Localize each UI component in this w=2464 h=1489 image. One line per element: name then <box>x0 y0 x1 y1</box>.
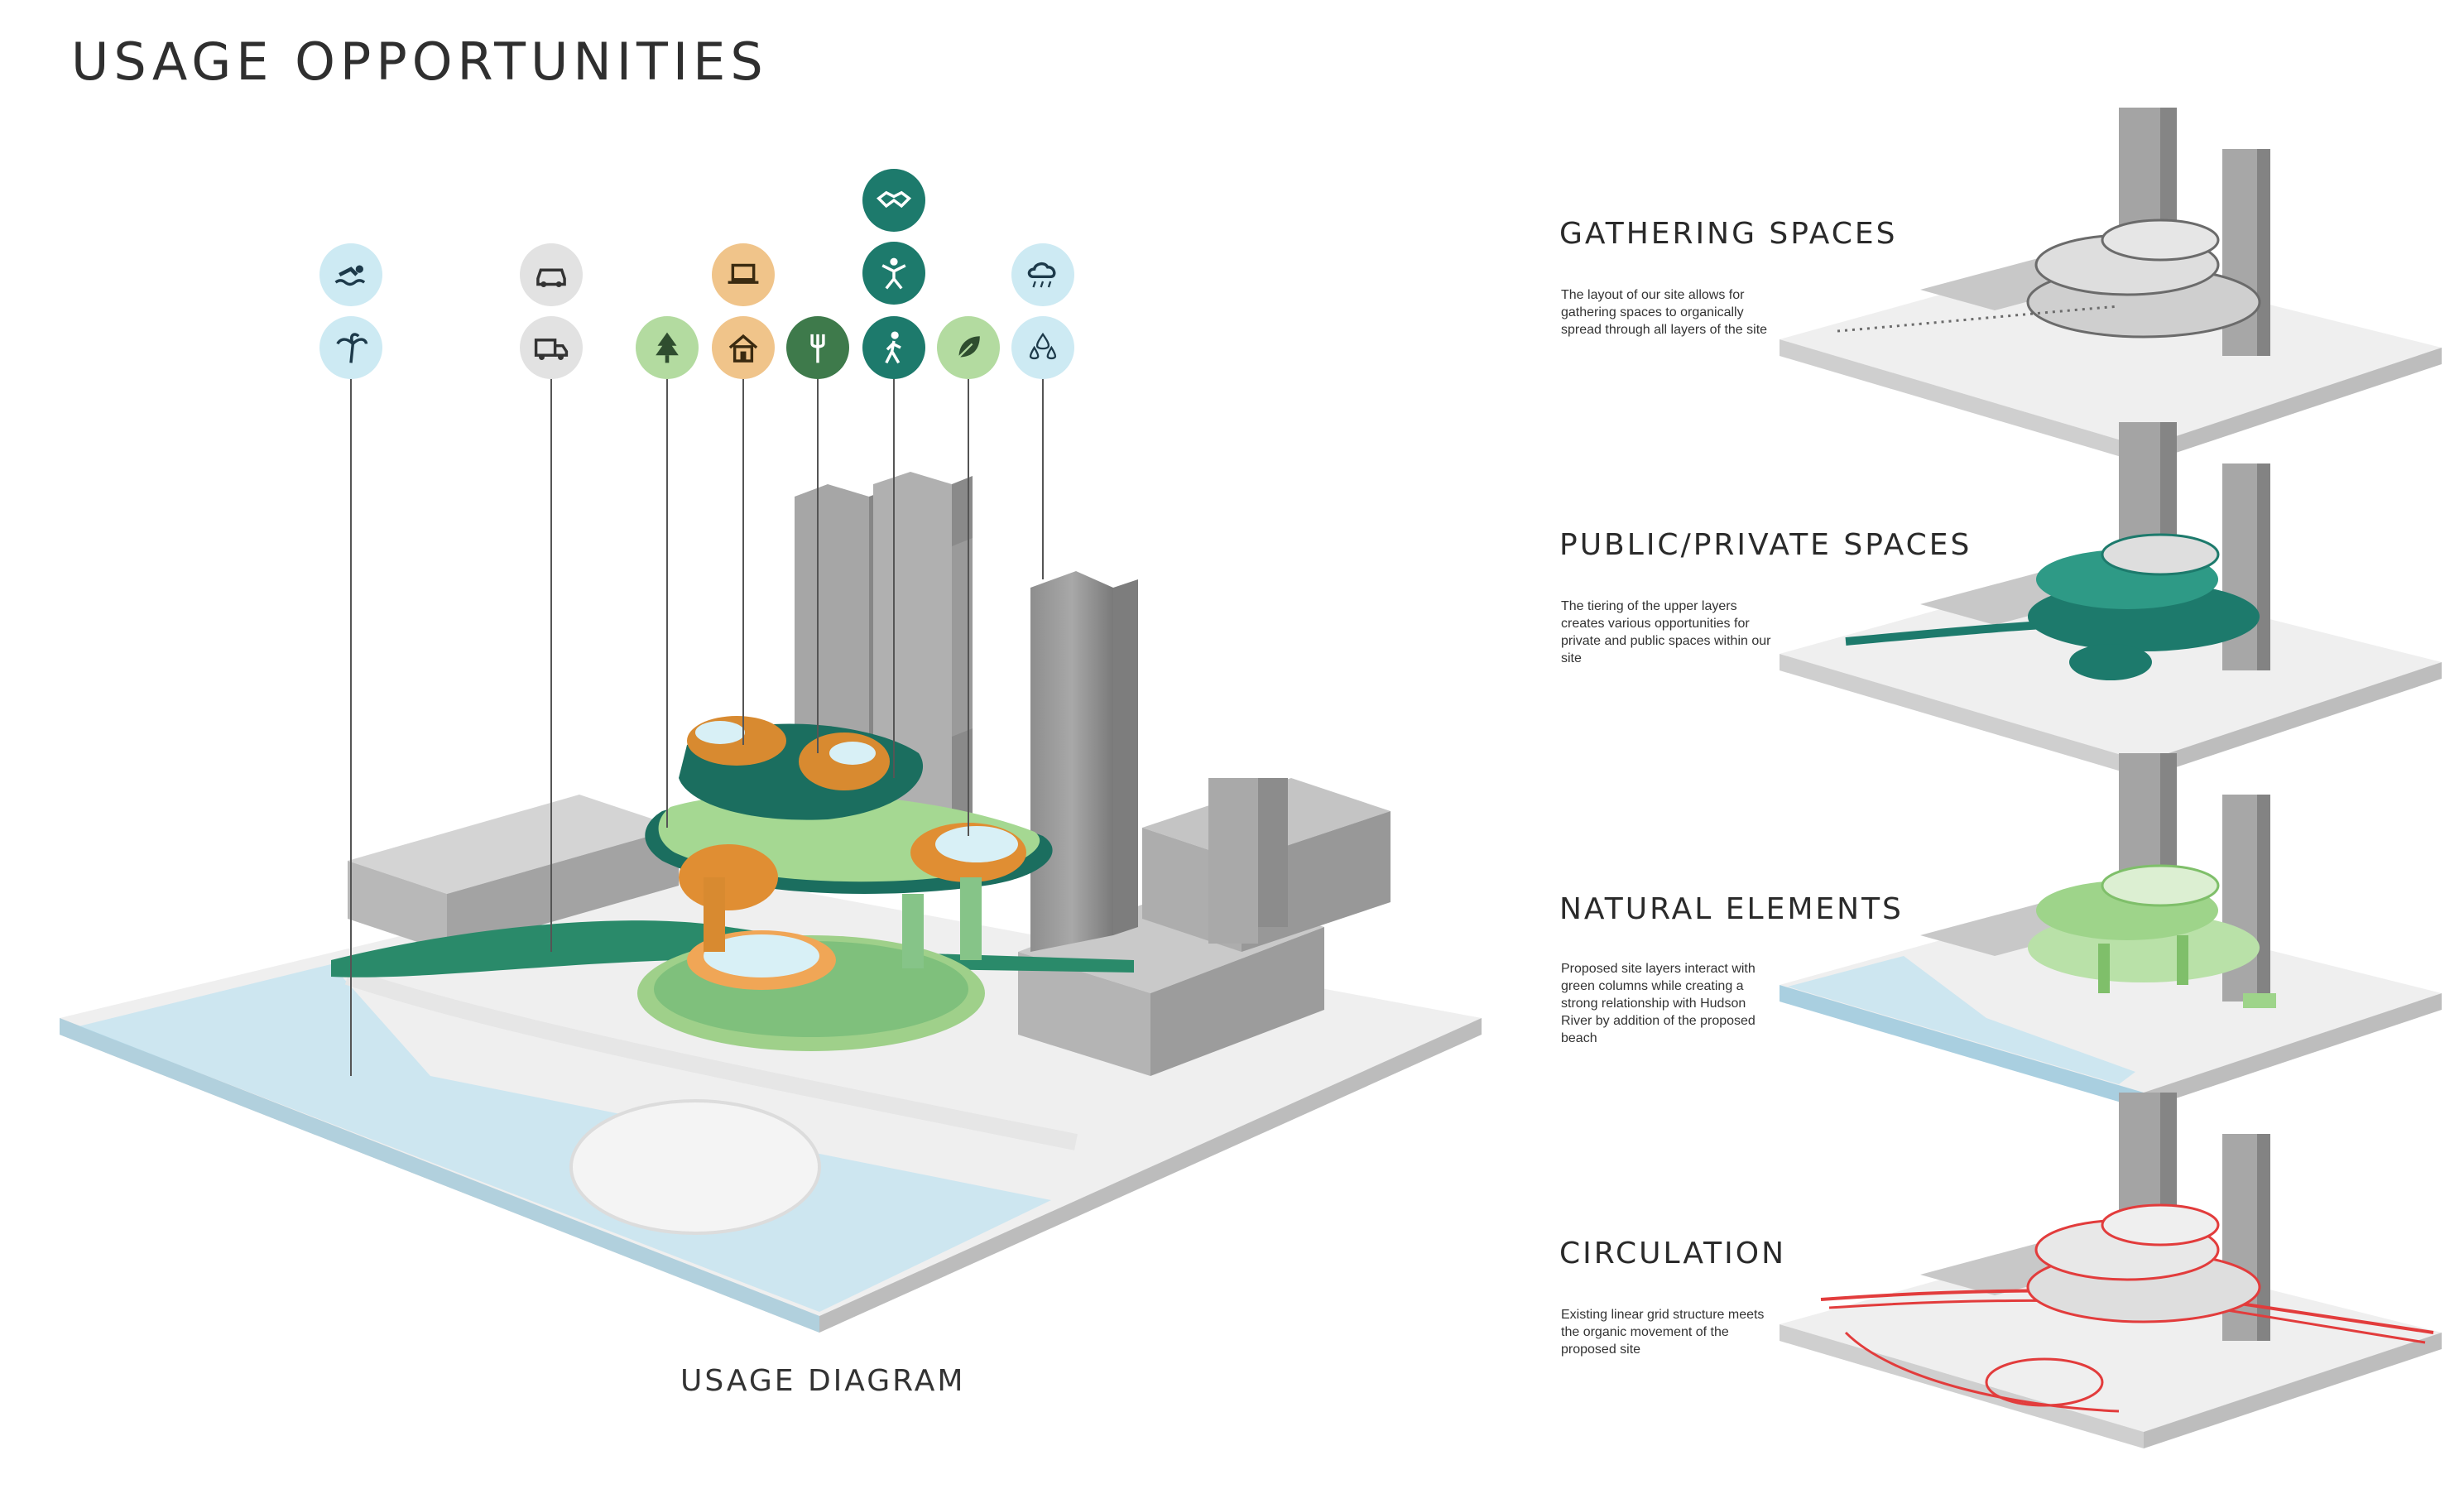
leader-lines <box>350 372 1044 1076</box>
park-loop <box>569 1099 821 1235</box>
leaf-icon <box>937 316 1000 379</box>
handshake-icon <box>862 169 925 232</box>
palm-tree-icon <box>319 316 382 379</box>
panel-description-circulation: Existing linear grid structure meets the… <box>1561 1308 1765 1357</box>
gathering-spaces-model <box>1780 108 2442 464</box>
walking-person-icon <box>862 316 925 379</box>
laptop-icon <box>712 243 775 306</box>
rain-cloud-icon <box>1011 243 1074 306</box>
diagram-caption: USAGE DIAGRAM <box>680 1364 966 1398</box>
pine-tree-icon <box>636 316 699 379</box>
panel-description-public-private: The tiering of the upper layers creates … <box>1561 599 1771 665</box>
panel-description-natural: Proposed site layers interact with green… <box>1561 962 1756 1045</box>
panel-title-public-private: PUBLIC/PRIVATE SPACES <box>1559 528 1972 562</box>
panel-title-natural: NATURAL ELEMENTS <box>1559 892 1904 926</box>
panel-description-gathering: The layout of our site allows for gather… <box>1561 288 1768 337</box>
house-icon <box>712 316 775 379</box>
low-buildings <box>348 778 1391 1076</box>
truck-icon <box>520 316 583 379</box>
page-title: USAGE OPPORTUNITIES <box>71 31 768 92</box>
water-drops-icon <box>1011 316 1074 379</box>
usage-diagram <box>60 372 1482 1333</box>
swimmer-icon <box>319 243 382 306</box>
hudson-river <box>79 964 1051 1312</box>
fork-icon <box>786 316 849 379</box>
circulation-model <box>1780 1093 2442 1448</box>
public-private-spaces-model <box>1780 422 2442 778</box>
panel-title-gathering: GATHERING SPACES <box>1559 217 1898 251</box>
car-icon <box>520 243 583 306</box>
panel-title-circulation: CIRCULATION <box>1559 1237 1787 1270</box>
layered-structure <box>331 716 1134 1051</box>
natural-elements-model <box>1780 753 2442 1109</box>
jumping-person-icon <box>862 242 925 305</box>
